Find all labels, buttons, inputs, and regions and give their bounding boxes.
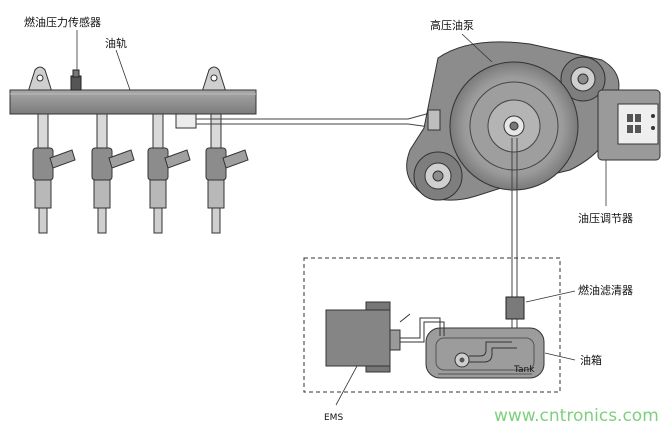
injector-4 — [205, 113, 249, 234]
fuel-filter — [505, 296, 525, 320]
label-pressure-regulator: 油压调节器 — [578, 211, 633, 225]
watermark: www.cntronics.com — [494, 406, 659, 426]
label-ems: EMS — [324, 413, 343, 423]
injector-1 — [32, 113, 76, 234]
label-pressure-sensor: 燃油压力传感器 — [24, 15, 101, 29]
label-tank: Tank — [513, 365, 535, 375]
injector-2 — [91, 113, 135, 234]
ems-unit — [325, 301, 445, 373]
label-fuel-tank: 油箱 — [580, 353, 602, 367]
label-high-pressure-pump: 高压油泵 — [430, 18, 474, 32]
low-pressure-system-boundary — [303, 257, 561, 393]
pressure-sensor — [70, 69, 82, 91]
label-fuel-filter: 燃油滤清器 — [578, 283, 633, 297]
pressure-regulator — [597, 89, 661, 161]
mounting-bracket-icon — [201, 66, 227, 93]
high-pressure-pump — [406, 41, 620, 201]
fuel-tank — [425, 327, 545, 379]
fuel-rail — [9, 66, 257, 115]
mounting-bracket-icon — [27, 66, 53, 93]
label-fuel-rail: 油轨 — [105, 36, 127, 50]
injector-3 — [147, 113, 191, 234]
leader-lines — [76, 30, 607, 406]
